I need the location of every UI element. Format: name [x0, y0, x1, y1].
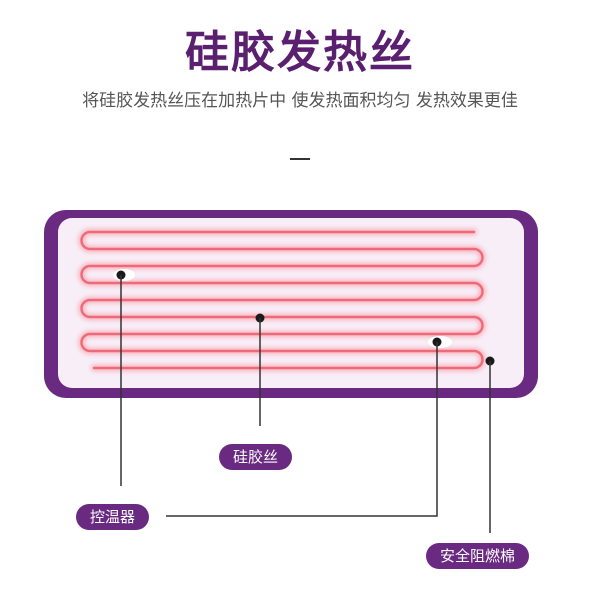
heating-wire [80, 230, 484, 370]
page-subtitle: 将硅胶发热丝压在加热片中 使发热面积均匀 发热效果更佳 [82, 91, 518, 111]
label-silicone-wire: 硅胶丝 [219, 444, 293, 470]
sensor-leader-line [166, 342, 438, 517]
label-thermostat: 控温器 [76, 504, 150, 530]
divider-dash [290, 158, 310, 160]
page-title: 硅胶发热丝 [185, 27, 415, 78]
label-insulation: 安全阻燃棉 [426, 543, 530, 569]
